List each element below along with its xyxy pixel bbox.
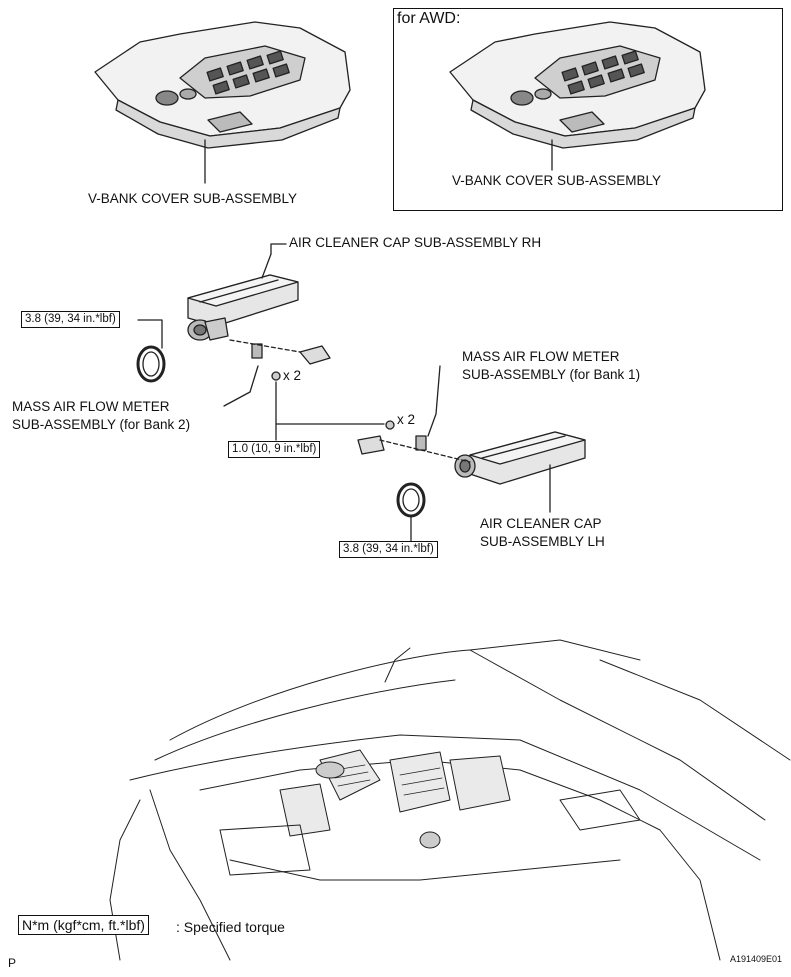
maf-bank2-label-line2: SUB-ASSEMBLY (for Bank 2) [12, 417, 191, 432]
awd-variant-box [393, 8, 783, 211]
torque-clamp-lh: 3.8 (39, 34 in.*lbf) [339, 541, 438, 558]
torque-screw: 1.0 (10, 9 in.*lbf) [228, 441, 321, 458]
engine-cover-awd-icon [449, 21, 706, 171]
screw-qty-left: x 2 [283, 368, 302, 383]
corner-code: P [8, 956, 17, 970]
air-cleaner-rh-icon [187, 243, 299, 341]
air-cleaner-lh-label-line2: SUB-ASSEMBLY LH [480, 534, 605, 549]
torque-legend-description: : Specified torque [176, 919, 285, 935]
air-cleaner-lh-label-line1: AIR CLEANER CAP [480, 516, 602, 531]
air-cleaner-lh-icon [454, 431, 586, 513]
engine-cover-icon [94, 21, 351, 184]
maf-bank1-label-line1: MASS AIR FLOW METER [462, 349, 620, 364]
maf-bank1-label-line2: SUB-ASSEMBLY (for Bank 1) [462, 367, 641, 382]
torque-unit-legend: N*m (kgf*cm, ft.*lbf) [18, 915, 149, 935]
maf-bank2-label-line1: MASS AIR FLOW METER [12, 399, 170, 414]
torque-clamp-rh: 3.8 (39, 34 in.*lbf) [21, 311, 120, 328]
maf-sensor-icon [223, 339, 471, 463]
awd-heading: for AWD: [397, 10, 461, 27]
clamp-icon [136, 319, 426, 543]
figure-id: A191409E01 [730, 954, 783, 964]
air-cleaner-rh-label: AIR CLEANER CAP SUB-ASSEMBLY RH [289, 235, 542, 250]
v-bank-cover-label: V-BANK COVER SUB-ASSEMBLY [88, 191, 298, 206]
screw-icon [271, 371, 395, 441]
awd-cover-label: V-BANK COVER SUB-ASSEMBLY [452, 173, 662, 188]
screw-qty-right: x 2 [397, 412, 416, 427]
car-engine-bay-icon [109, 639, 791, 961]
